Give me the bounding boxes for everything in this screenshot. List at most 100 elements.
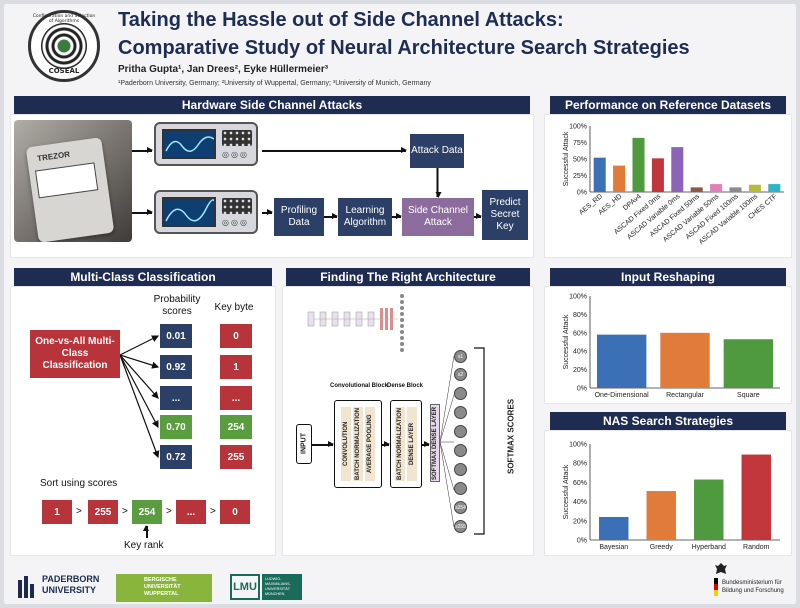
arrow (262, 147, 407, 153)
bar (768, 184, 781, 192)
bar (596, 334, 647, 388)
sorted-key: 0 (220, 500, 250, 524)
probability-score: 0.01 (160, 324, 192, 348)
bar (632, 137, 645, 192)
oscilloscope-screen (162, 129, 216, 159)
y-tick-label: 20% (573, 518, 587, 525)
y-tick-label: 0% (577, 386, 587, 393)
y-tick-label: 0% (577, 538, 587, 545)
x-tick-label: Bayesian (599, 544, 628, 551)
nas-header: NAS Search Strategies (550, 412, 786, 430)
arrow (382, 441, 390, 447)
sorted-key: 254 (132, 500, 162, 524)
y-axis-title: Successful Attack (563, 314, 570, 369)
bar (651, 158, 664, 192)
arrow (324, 213, 338, 219)
key-rank-arrow (143, 525, 149, 538)
poster-title: Taking the Hassle out of Side Channel At… (118, 6, 690, 62)
hardware-header: Hardware Side Channel Attacks (14, 96, 530, 114)
bar (748, 184, 761, 192)
y-tick-label: 80% (573, 312, 587, 319)
oscilloscope-top: ◎◎◎ (154, 122, 258, 166)
arrow (392, 213, 402, 219)
bmbf-logo-text: Bundesministerium für Bildung und Forsch… (722, 580, 784, 594)
architecture-thumbnail (307, 294, 404, 352)
y-axis-title: Successful Attack (563, 131, 570, 186)
output-node (454, 482, 467, 495)
bar (660, 332, 710, 388)
key-byte: 254 (220, 415, 252, 439)
conv-block-label: Convolutional Block (330, 383, 389, 389)
fanout-arrows (120, 335, 160, 459)
conv-layer: AVERAGE POOLING (365, 407, 375, 481)
key-byte: ... (220, 386, 252, 410)
greater-than: > (122, 506, 128, 517)
arrow (262, 209, 273, 215)
bar (710, 184, 723, 192)
key-byte-header: Key byte (214, 302, 254, 313)
greater-than: > (166, 506, 172, 517)
authors: Pritha Gupta¹, Jan Drees², Eyke Hüllerme… (118, 64, 329, 75)
oscilloscope-knobs: ◎◎◎ (222, 218, 249, 227)
output-node (454, 463, 467, 476)
hardware-wallet: TREZOR (25, 137, 115, 242)
eagle-icon (714, 562, 728, 576)
output-node (454, 425, 467, 438)
device-brand: TREZOR (36, 149, 71, 164)
probability-score: 0.70 (160, 415, 192, 439)
dense-block-label: Dense Block (386, 383, 423, 389)
bar (741, 454, 771, 540)
predict-secret-key-node: Predict Secret Key (482, 190, 528, 240)
logo-ring-text: Configuration and Selection of Algorithm… (32, 14, 96, 24)
perf-header: Performance on Reference Datasets (550, 96, 786, 114)
output-node (454, 406, 467, 419)
sorted-key: ... (176, 500, 206, 524)
output-node (454, 444, 467, 457)
bar (599, 516, 629, 540)
input-label: INPUT (300, 433, 308, 455)
architecture-header: Finding The Right Architecture (286, 268, 530, 286)
sorted-key: 1 (42, 500, 72, 524)
lmu-logo: LMU (230, 574, 260, 600)
arrow (422, 441, 430, 447)
paderborn-logo-icon (16, 574, 38, 598)
probability-score: 0.92 (160, 355, 192, 379)
output-node-s255: s255 (454, 520, 467, 533)
key-byte: 1 (220, 355, 252, 379)
probability-scores-header: Probability scores (153, 294, 201, 317)
device-photo: TREZOR (14, 120, 132, 242)
y-tick-label: 40% (573, 349, 587, 356)
arrow (132, 209, 153, 215)
y-tick-label: 0% (577, 190, 587, 197)
x-tick-label: Rectangular (666, 392, 704, 399)
oscilloscope-keypad (222, 198, 252, 214)
bar (694, 479, 724, 540)
x-tick-label: Hyperband (692, 544, 726, 551)
y-tick-label: 60% (573, 480, 587, 487)
softmax-dense-layer: SOFTMAX DENSE LAYER (430, 404, 440, 482)
reshape-header: Input Reshaping (550, 268, 786, 286)
conv-block: CONVOLUTION BATCH NORMALIZATION AVERAGE … (334, 400, 382, 488)
conv-layer: BATCH NORMALIZATION (353, 407, 363, 481)
output-node-s1: s1 (454, 350, 467, 363)
device-label (34, 162, 99, 199)
probability-score: ... (160, 386, 192, 410)
key-byte: 255 (220, 445, 252, 469)
output-bracket (474, 347, 485, 535)
logo-emblem (41, 23, 87, 69)
y-tick-label: 25% (573, 173, 587, 180)
bar (723, 339, 774, 388)
arrow (474, 213, 482, 219)
y-tick-label: 20% (573, 367, 587, 374)
probability-score: 0.72 (160, 445, 192, 469)
key-byte: 0 (220, 324, 252, 348)
arrow (312, 441, 334, 447)
lmu-logo-text: LUDWIG-MAXIMILIANS-UNIVERSITÄT MÜNCHEN (262, 574, 302, 600)
softmax-scores-label: SOFTMAX SCORES (506, 398, 516, 474)
x-tick-label: Random (743, 544, 770, 551)
wuppertal-logo-text: BERGISCHE UNIVERSITÄT WUPPERTAL (144, 577, 181, 597)
y-tick-label: 80% (573, 461, 587, 468)
attack-data-node: Attack Data (410, 134, 464, 168)
title-line-2: Comparative Study of Neural Architecture… (118, 37, 690, 59)
greater-than: > (210, 506, 216, 517)
